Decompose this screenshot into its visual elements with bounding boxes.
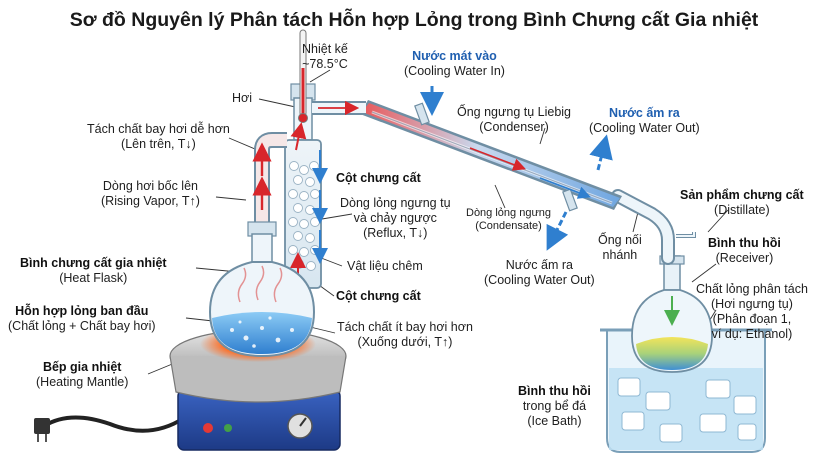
cooling-out-bottom-label: Nước ấm ra(Cooling Water Out) [484,258,595,287]
boiling-flask [208,221,316,358]
receiver-label: Bình thu hồi(Receiver) [708,236,781,265]
cooling-in-label: Nước mát vào(Cooling Water In) [404,49,505,78]
condensate-label: Dòng lỏng ngưng(Condensate) [466,207,552,232]
fractionating-column [284,139,328,289]
volatile-up-label: Tách chất bay hơi dễ hơn(Lên trên, T↓) [87,122,230,151]
initial-mixture-label: Hỗn hợp lỏng ban đầu(Chất lỏng + Chất ba… [8,304,156,333]
rising-vapor-label: Dòng hơi bốc lên(Rising Vapor, T↑) [101,179,200,208]
separated-liquid-label: Chất lỏng phân tách(Hơi ngưng tụ)(Phân đ… [696,282,808,341]
packing-label: Vật liệu chêm [347,259,423,273]
thermometer [298,29,308,123]
heating-mantle-label: Bếp gia nhiệt(Heating Mantle) [36,360,129,389]
receiver-flask [631,255,713,373]
cooling-out-top-label: Nước ấm ra(Cooling Water Out) [589,106,700,135]
less-volatile-down-label: Tách chất ít bay hơi hơn(Xuống dưới, T↑) [337,320,473,349]
condenser-label: Ống ngưng tụ Liebig(Condenser) [457,105,572,134]
column-top-label: Cột chưng cất [336,171,421,185]
distillate-label: Sản phẩm chưng cất(Distillate) [680,188,804,217]
vapor-label: Hơi [232,91,253,105]
heat-flask-label: Bình chưng cất gia nhiệt(Heat Flask) [20,256,167,285]
liebig-condenser [360,100,622,212]
thermometer-label: Nhiệt kế~78.5°C [302,42,348,71]
column-bottom-label: Cột chưng cất [336,289,421,303]
cooling-water-arrows [420,86,613,251]
receiver-adapter [611,189,696,265]
diagram-title: Sơ đồ Nguyên lý Phân tách Hỗn hợp Lỏng t… [69,9,759,31]
vapor-tube [252,122,307,286]
